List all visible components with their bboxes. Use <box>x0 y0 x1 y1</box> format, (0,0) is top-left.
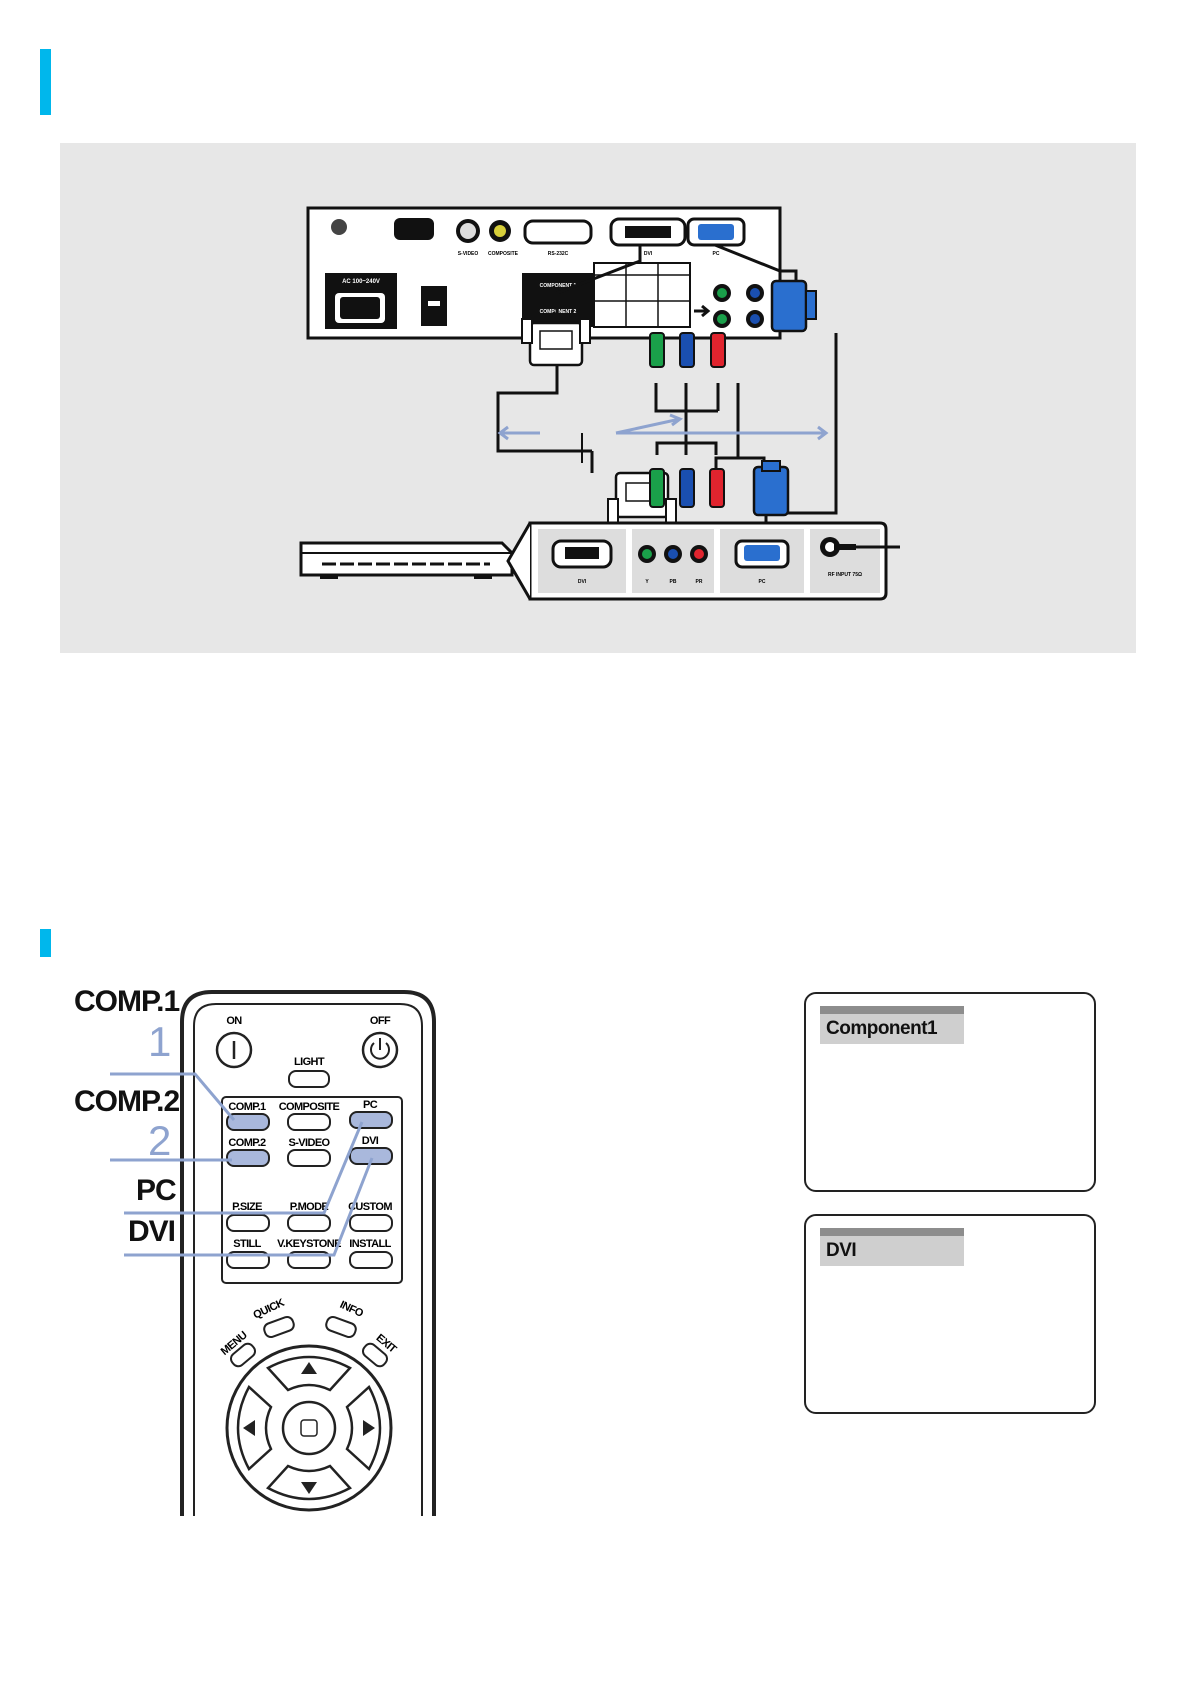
light-button[interactable] <box>288 1070 330 1088</box>
comp2-button[interactable] <box>226 1149 270 1167</box>
screw-icon <box>331 219 347 235</box>
pmode-key-label: P.MODE <box>290 1201 329 1213</box>
source-back-panel: DVI Y PB PR PC RF INPUT 75Ω <box>506 521 900 601</box>
source-label-pr: PR <box>696 579 703 585</box>
exit-button[interactable] <box>361 1341 390 1368</box>
callout-comp2-number: 2 <box>148 1117 172 1164</box>
up-button[interactable] <box>265 1355 353 1392</box>
port-label-dvi: DVI <box>644 251 653 257</box>
source-label-dvi: DVI <box>578 579 587 585</box>
exit-key-label: EXIT <box>374 1332 399 1356</box>
callout-comp1-label: COMP.1 <box>74 985 180 1018</box>
callout-pc-label: PC <box>136 1174 177 1207</box>
light-label: LIGHT <box>294 1056 325 1068</box>
label-plate <box>394 218 434 240</box>
composite-key-label: COMPOSITE <box>279 1101 340 1113</box>
comp2-key-label: COMP.2 <box>228 1137 266 1149</box>
port-label-composite: COMPOSITE <box>488 251 519 257</box>
svideo-key-label: S-VIDEO <box>288 1137 330 1149</box>
dvi-plug-bottom <box>607 471 677 524</box>
connection-diagram: AC 100~240V S-VIDEO COMPOSITE RS-232C DV… <box>299 206 900 601</box>
rca-plugs-bottom <box>649 468 725 508</box>
custom-key-label: CUSTOM <box>348 1201 392 1213</box>
source-label-pb: PB <box>670 579 677 585</box>
dpad <box>225 1344 393 1512</box>
pmode-button[interactable] <box>287 1214 331 1232</box>
custom-button[interactable] <box>349 1214 393 1232</box>
comp1-button[interactable] <box>226 1113 270 1131</box>
osd-title: Component1 <box>820 1014 964 1044</box>
section-2-accent-bar <box>40 929 51 957</box>
menu-button[interactable] <box>229 1341 258 1368</box>
composite-port <box>489 220 511 242</box>
source-label-y: Y <box>645 579 649 585</box>
rs232c-port <box>523 219 593 245</box>
port-label-rs232c: RS-232C <box>548 251 569 257</box>
ac-voltage-label: AC 100~240V <box>342 279 380 285</box>
arrow-left-icon <box>243 1420 255 1436</box>
right-button[interactable] <box>345 1384 382 1472</box>
off-button[interactable] <box>361 1031 399 1069</box>
arrow-down-icon <box>301 1482 317 1494</box>
callout-comp2-label: COMP.2 <box>74 1085 180 1118</box>
vkeystone-button[interactable] <box>287 1251 331 1269</box>
source-label-pc: PC <box>759 579 766 585</box>
callout-comp1-number: 1 <box>148 1018 172 1065</box>
info-button[interactable] <box>325 1315 358 1339</box>
dvi-button[interactable] <box>349 1147 393 1165</box>
still-key-label: STILL <box>233 1238 261 1250</box>
quick-button[interactable] <box>263 1315 296 1339</box>
port-label-svideo: S-VIDEO <box>458 251 479 257</box>
vkeystone-key-label: V.KEYSTONE <box>277 1238 341 1250</box>
arrow-right-icon <box>694 304 711 318</box>
osd-screen-dvi: DVI <box>804 1214 1096 1414</box>
quick-key-label: QUICK <box>251 1297 286 1322</box>
vga-plug-top <box>770 279 817 333</box>
install-key-label: INSTALL <box>349 1238 391 1250</box>
menu-key-label: MENU <box>219 1329 250 1358</box>
vga-plug-bottom <box>752 460 790 517</box>
enter-icon <box>300 1419 318 1437</box>
remote-button-block <box>221 1096 403 1284</box>
composite-button[interactable] <box>287 1113 331 1131</box>
comp1-key-label: COMP.1 <box>228 1101 266 1113</box>
section-1-accent-bar <box>40 49 51 115</box>
dvd-player <box>299 541 514 579</box>
on-label: ON <box>226 1015 242 1027</box>
info-key-label: INFO <box>338 1299 366 1320</box>
svideo-port <box>456 219 480 243</box>
connection-diagram-panel: AC 100~240V S-VIDEO COMPOSITE RS-232C DV… <box>60 143 1136 653</box>
still-button[interactable] <box>226 1251 270 1269</box>
off-label: OFF <box>370 1015 391 1027</box>
signal-arrows <box>497 413 829 441</box>
left-button[interactable] <box>236 1384 273 1472</box>
projector-back-panel: AC 100~240V S-VIDEO COMPOSITE RS-232C DV… <box>306 206 797 340</box>
osd-title-bar <box>820 1006 964 1014</box>
osd-title-bar <box>820 1228 964 1236</box>
callout-dvi-label: DVI <box>128 1215 176 1248</box>
port-label-pc: PC <box>713 251 720 257</box>
component-1-row-label: COMPONENT 1 <box>540 283 577 289</box>
osd-screen-component1: Component1 <box>804 992 1096 1192</box>
pc-key-label: PC <box>363 1099 378 1111</box>
psize-key-label: P.SIZE <box>232 1201 262 1213</box>
source-label-rf: RF INPUT 75Ω <box>828 572 862 578</box>
dvi-plug-top <box>521 318 591 367</box>
arrow-up-icon <box>301 1362 317 1374</box>
osd-title: DVI <box>820 1236 964 1266</box>
on-button[interactable] <box>215 1031 253 1069</box>
pc-button[interactable] <box>349 1111 393 1129</box>
remote-control: ON OFF LIGHT COMP.1 COMPOSITE PC COMP.2 … <box>180 990 436 1516</box>
svideo-button[interactable] <box>287 1149 331 1167</box>
arrow-right-icon <box>363 1420 375 1436</box>
install-button[interactable] <box>349 1251 393 1269</box>
dvi-key-label: DVI <box>362 1135 379 1147</box>
enter-button[interactable] <box>281 1400 337 1456</box>
psize-button[interactable] <box>226 1214 270 1232</box>
down-button[interactable] <box>265 1464 353 1501</box>
rca-plugs-top <box>649 332 726 368</box>
